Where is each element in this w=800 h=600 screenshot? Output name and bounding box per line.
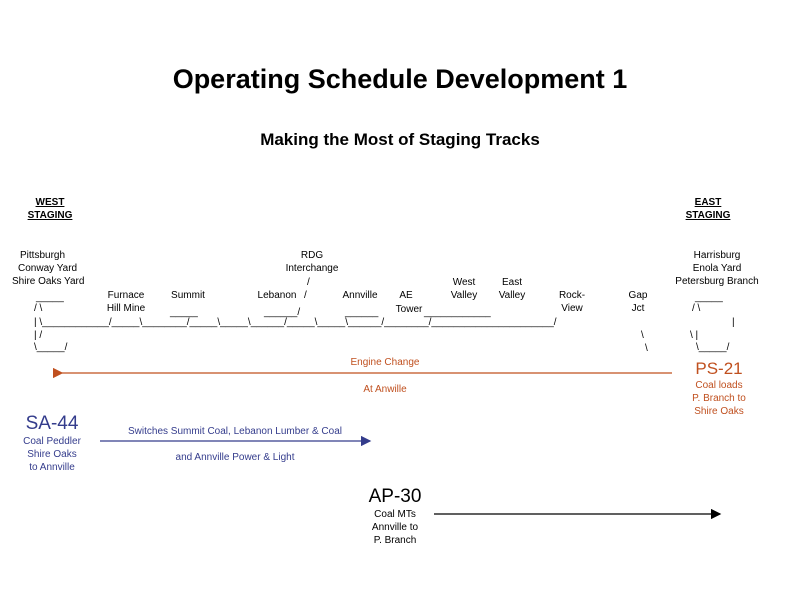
east-staging-label: EAST STAGING (682, 196, 734, 222)
ap30-desc-3: P. Branch (373, 535, 417, 546)
station-lebanon: Lebanon (257, 290, 297, 301)
west-yard-line2: Conway Yard (18, 263, 78, 274)
east-loop-bottom: \_____/ (696, 342, 730, 353)
station-tower: Tower (395, 304, 423, 315)
west-staging-line2: STAGING (27, 210, 73, 221)
station-summit: Summit (171, 290, 205, 301)
ap30-desc-1: Coal MTs (374, 509, 416, 520)
ap30-block: AP-30 Coal MTs Annville to P. Branch (356, 486, 434, 547)
ps21-desc-1: Coal loads (695, 380, 743, 391)
sa44-desc-2: Shire Oaks (27, 449, 77, 460)
east-yards: Harrisburg Enola Yard Petersburg Branch (662, 249, 772, 288)
west-loop-row4: | / (34, 330, 43, 341)
rdg-slash: / (307, 277, 310, 288)
annville-siding: ______ (345, 307, 379, 318)
main-track: | \____________/_____\________/_____\___… (34, 317, 557, 328)
west-yards: Pittsburgh Conway Yard Shire Oaks Yard (12, 249, 108, 288)
gap-branch-row5: \ (645, 343, 648, 354)
station-gap-jct: Gap Jct (618, 289, 658, 315)
sa44-code: SA-44 (25, 413, 79, 434)
sa44-desc-3: to Annville (29, 462, 75, 473)
gap-branch-row4: \ (641, 330, 644, 341)
station-west-valley: West Valley (442, 276, 486, 302)
east-loop-row4: \ | (690, 330, 699, 341)
sa44-desc-1: Coal Peddler (23, 436, 81, 447)
station-rdg-line1: RDG (300, 250, 324, 261)
station-rock-view: Rock- View (548, 289, 596, 315)
page-subtitle: Making the Most of Staging Tracks (260, 130, 540, 149)
west-yard-line3: Shire Oaks Yard (12, 276, 85, 287)
ps21-desc-3: Shire Oaks (694, 406, 744, 417)
station-rock-view-line1: Rock- (558, 290, 586, 301)
station-west-valley-line2: Valley (450, 290, 478, 301)
west-staging-label: WEST STAGING (24, 196, 76, 222)
ps21-desc-2: P. Branch to (692, 393, 746, 404)
west-loop-top: _____ (36, 292, 64, 303)
east-yard-line3: Petersburg Branch (675, 276, 759, 287)
page-title: Operating Schedule Development 1 (172, 64, 628, 94)
east-yard-line2: Enola Yard (692, 263, 742, 274)
sa44-note-bottom: and Annville Power & Light (175, 452, 295, 463)
station-east-valley-line2: Valley (498, 290, 526, 301)
station-rdg-interchange: RDG Interchange (282, 249, 342, 275)
east-loop-top: _____ (695, 292, 723, 303)
west-loop-row2: / \ (34, 303, 43, 314)
lebanon-siding: ______/ (264, 307, 301, 318)
sa44-note-top: Switches Summit Coal, Lebanon Lumber & C… (128, 426, 342, 437)
east-yard-line1: Harrisburg (693, 250, 741, 261)
station-rdg-line2: Interchange (285, 263, 339, 274)
station-ae: AE (399, 290, 413, 301)
ps21-block: PS-21 Coal loads P. Branch to Shire Oaks (676, 359, 762, 418)
east-staging-line2: STAGING (685, 210, 731, 221)
station-east-valley-line1: East (501, 277, 522, 288)
summit-siding: _____ (170, 307, 198, 318)
station-west-valley-line1: West (452, 277, 476, 288)
east-staging-line1: EAST (694, 197, 722, 208)
ps21-note-top: Engine Change (350, 357, 420, 368)
ps21-code: PS-21 (695, 359, 743, 378)
station-furnace-line2: Hill Mine (106, 303, 146, 314)
station-gap-line2: Jct (631, 303, 645, 314)
west-loop-bottom: \_____/ (34, 342, 68, 353)
east-loop-row2: / \ (692, 303, 701, 314)
ap30-code: AP-30 (368, 486, 422, 507)
west-staging-line1: WEST (35, 197, 65, 208)
east-loop-row3: | (732, 317, 735, 328)
west-yard-line1: Pittsburgh (20, 250, 66, 261)
station-gap-line1: Gap (628, 290, 648, 301)
ap30-desc-2: Annville to (371, 522, 419, 533)
station-furnace-hill-mine: Furnace Hill Mine (98, 289, 154, 315)
sa44-block: SA-44 Coal Peddler Shire Oaks to Annvill… (12, 413, 92, 474)
station-rock-view-line2: View (561, 303, 583, 314)
station-annville: Annville (342, 290, 378, 301)
station-east-valley: East Valley (490, 276, 534, 302)
station-furnace-line1: Furnace (107, 290, 145, 301)
lebanon-slash: / (304, 290, 307, 301)
ps21-note-bottom: At Anwille (363, 384, 407, 395)
tower-siding: ____________ (424, 307, 491, 318)
